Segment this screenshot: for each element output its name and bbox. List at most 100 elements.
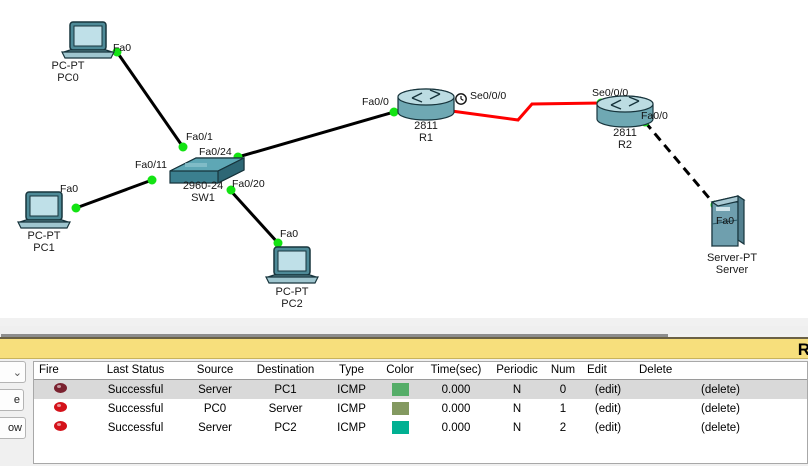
chevron-down-icon: ⌄ — [12, 366, 22, 379]
color-cell — [378, 418, 422, 437]
show-all-button[interactable]: ow — [0, 417, 26, 439]
link-r1-r2-serial — [443, 101, 602, 122]
device-model-pc0: PC-PT — [51, 60, 85, 72]
device-model-server: Server-PT — [706, 252, 758, 264]
delete-link[interactable]: (delete) — [634, 379, 807, 399]
fire-led-icon[interactable] — [54, 421, 67, 431]
device-name-r2: R2 — [617, 139, 633, 151]
port-label-sw1-fa0-1: Fa0/1 — [186, 131, 213, 143]
fire-cell[interactable] — [34, 418, 87, 437]
col-header-type[interactable]: Type — [325, 362, 378, 380]
type-cell: ICMP — [337, 421, 366, 434]
last-status-cell: Successful — [107, 421, 164, 434]
col-header-time[interactable]: Time(sec) — [422, 362, 490, 380]
fire-led-icon[interactable] — [54, 383, 67, 393]
col-header-periodic[interactable]: Periodic — [490, 362, 544, 380]
destination-cell: Server — [268, 402, 303, 415]
device-label-pc1: PC-PT PC1 — [14, 230, 74, 254]
device-label-r2: 2811 R2 — [595, 127, 655, 151]
panel-title-text: R — [798, 340, 808, 358]
workspace-scroll-band — [0, 318, 808, 341]
col-header-color[interactable]: Color — [378, 362, 422, 380]
col-header-source[interactable]: Source — [184, 362, 246, 380]
fire-cell[interactable] — [34, 399, 87, 418]
source-cell: Server — [184, 379, 246, 399]
link-pc0-sw1 — [115, 51, 185, 148]
col-header-num[interactable]: Num — [544, 362, 582, 380]
type-cell: ICMP — [337, 402, 366, 415]
periodic-cell: N — [512, 402, 522, 415]
device-name-pc2: PC2 — [281, 298, 303, 310]
network-topology-workspace[interactable]: Fa0 Fa0 Fa0 Fa0/1 Fa0/24 Fa0/11 Fa0/20 F… — [0, 0, 808, 318]
delete-link[interactable]: (delete) — [701, 421, 740, 434]
device-name-server: Server — [715, 264, 749, 276]
port-label-server-fa0: Fa0 — [716, 215, 735, 227]
col-header-last-status[interactable]: Last Status — [87, 362, 184, 380]
horizontal-scrollbar-track[interactable] — [0, 326, 808, 341]
col-header-delete[interactable]: Delete — [634, 362, 807, 380]
device-name-sw1: SW1 — [191, 192, 215, 204]
scenario-panel: ⌄ e ow Fire Last Status Source Destinati… — [0, 359, 808, 466]
color-cell — [378, 399, 422, 418]
device-label-pc0: PC-PT PC0 — [38, 60, 98, 84]
port-label-r1-se0-0-0: Se0/0/0 — [470, 90, 507, 102]
device-name-pc0: PC0 — [57, 72, 79, 84]
pdu-list-table-container[interactable]: Fire Last Status Source Destination Type… — [33, 361, 808, 464]
link-pc2-sw1 — [228, 188, 280, 245]
scenario-controls: ⌄ e ow — [0, 359, 32, 466]
device-model-pc2: PC-PT — [275, 286, 309, 298]
color-swatch — [391, 421, 409, 434]
time-cell: 0.000 — [422, 379, 490, 399]
time-cell: 0.000 — [441, 402, 471, 415]
num-cell: 0 — [544, 379, 582, 399]
r2-icon[interactable] — [596, 95, 654, 128]
device-label-pc2: PC-PT PC2 — [262, 286, 322, 310]
link-sw1-r1 — [237, 110, 395, 159]
scenario-dropdown[interactable]: ⌄ — [0, 361, 26, 383]
time-cell: 0.000 — [441, 421, 471, 434]
device-name-r1: R1 — [418, 132, 434, 144]
fire-led-icon[interactable] — [54, 402, 67, 412]
periodic-cell: N — [490, 379, 544, 399]
col-header-edit[interactable]: Edit — [582, 362, 634, 380]
device-model-r2: 2811 — [613, 127, 637, 139]
port-label-r2-fa0-0: Fa0/0 — [641, 110, 668, 122]
edit-link[interactable]: (edit) — [594, 421, 622, 434]
link-r2-server — [643, 121, 717, 206]
table-header-row: Fire Last Status Source Destination Type… — [34, 362, 807, 380]
port-label-pc1-fa0: Fa0 — [60, 183, 79, 195]
last-status-cell: Successful — [107, 402, 164, 415]
r1-icon[interactable] — [397, 88, 455, 121]
port-label-sw1-fa0-24: Fa0/24 — [199, 146, 232, 158]
fire-cell[interactable] — [34, 379, 87, 399]
destination-cell: PC2 — [274, 421, 297, 434]
device-label-r1: 2811 R1 — [396, 120, 456, 144]
dce-clock-icon — [455, 93, 467, 105]
server-icon[interactable] — [710, 194, 746, 247]
simulation-panel-title-bar: R — [0, 337, 808, 359]
col-header-fire[interactable]: Fire — [34, 362, 87, 380]
edit-link[interactable]: (edit) — [594, 402, 622, 415]
port-label-sw1-fa0-20: Fa0/20 — [232, 178, 265, 190]
sw1-icon[interactable] — [169, 157, 245, 184]
last-status-cell: Successful — [87, 379, 184, 399]
color-swatch — [391, 402, 409, 415]
pc0-icon[interactable] — [61, 21, 115, 59]
device-name-pc1: PC1 — [33, 242, 55, 254]
type-cell: ICMP — [325, 379, 378, 399]
delete-button[interactable]: e — [0, 389, 24, 411]
col-header-destination[interactable]: Destination — [246, 362, 325, 380]
port-label-sw1-fa0-11: Fa0/11 — [135, 159, 167, 171]
pdu-list-table: Fire Last Status Source Destination Type… — [34, 362, 807, 437]
pc2-icon[interactable] — [265, 246, 319, 284]
port-label-pc0-fa0: Fa0 — [113, 42, 132, 54]
color-swatch — [391, 383, 409, 396]
pc1-icon[interactable] — [17, 191, 71, 229]
delete-link[interactable]: (delete) — [701, 402, 740, 415]
link-pc1-sw1 — [75, 178, 153, 210]
edit-link[interactable]: (edit) — [582, 379, 634, 399]
